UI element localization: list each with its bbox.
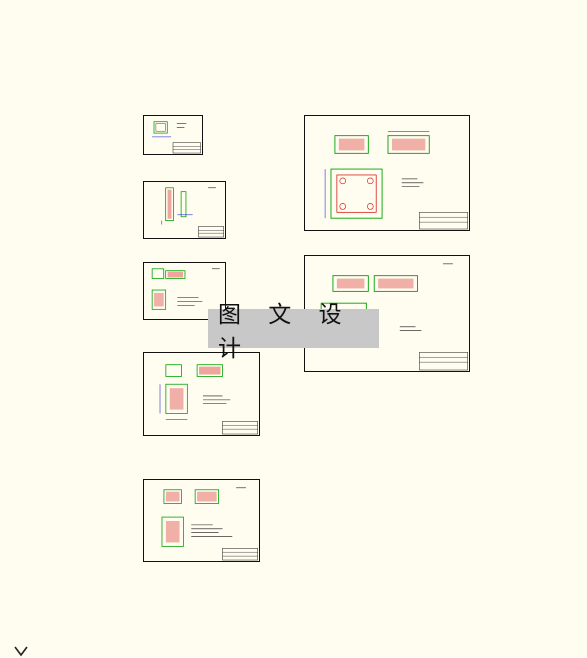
drawing-sheet-2[interactable]	[143, 181, 226, 239]
drawing-sheet-6[interactable]	[304, 115, 470, 231]
drawing-sheet-4[interactable]	[143, 352, 260, 436]
watermark-banner: 图 文 设 计	[208, 302, 379, 362]
watermark-text: 图 文 设 计	[218, 301, 352, 362]
chevron-down-icon[interactable]	[13, 645, 29, 658]
drawing-sheet-5[interactable]	[143, 479, 260, 562]
drawing-sheet-1[interactable]	[143, 115, 203, 155]
